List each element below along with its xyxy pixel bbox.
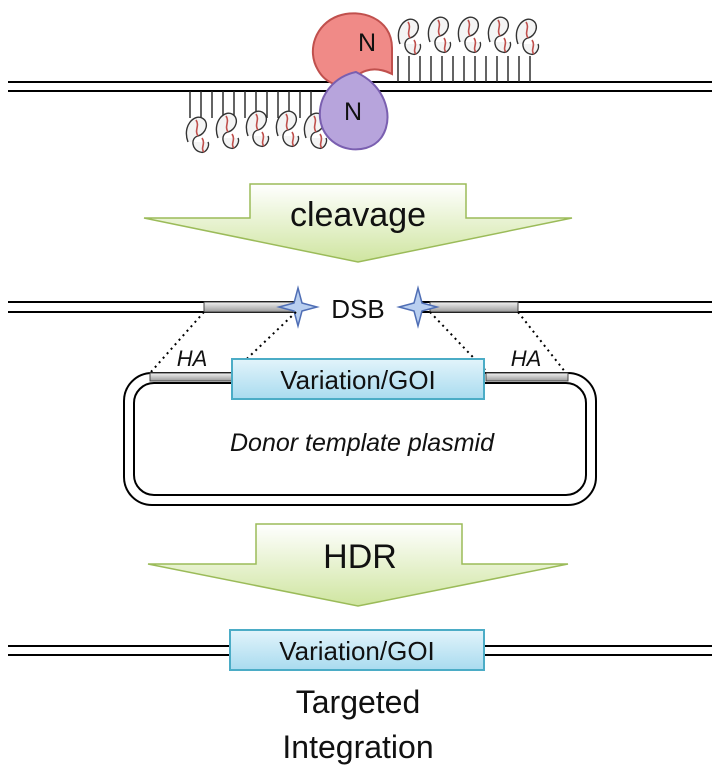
integrated-dna: Variation/GOI	[8, 629, 712, 671]
nuclease-bottom-label: N	[344, 98, 362, 126]
donor-plasmid: HA HA Variation/GOI Donor template plasm…	[123, 346, 597, 506]
donor-insert-box	[231, 358, 485, 400]
homology-region-right	[429, 301, 519, 313]
caption-line-1: Targeted	[296, 684, 421, 720]
nuclease-domain-bottom: N	[318, 70, 389, 151]
hdr-arrow: HDR	[147, 523, 569, 607]
homology-arm-left	[149, 372, 233, 382]
donor-insert-label: Variation/GOI	[280, 365, 436, 395]
dsb-label: DSB	[331, 294, 384, 324]
homology-arm-left-label: HA	[177, 346, 208, 371]
break-star-left-icon	[276, 285, 320, 329]
cut-dna-left	[8, 301, 298, 313]
caption-line-2: Integration	[282, 729, 433, 765]
integrated-insert-label: Variation/GOI	[279, 636, 435, 666]
cleavage-label: cleavage	[290, 196, 426, 234]
nuclease-top-label: N	[358, 29, 376, 57]
nuclease-bottom-shape	[318, 70, 389, 151]
tale-contact-ticks-upper	[397, 56, 531, 82]
integrated-insert-box	[229, 629, 485, 671]
homology-arm-right	[485, 372, 569, 382]
homology-arm-right-label: HA	[511, 346, 542, 371]
plasmid-name: Donor template plasmid	[230, 429, 495, 457]
tale-array-upper	[397, 16, 540, 82]
tale-array-lower	[185, 91, 328, 154]
cut-dna-right	[418, 301, 712, 313]
break-star-right-icon	[396, 285, 440, 329]
cleavage-arrow: cleavage	[143, 183, 573, 263]
hdr-label: HDR	[323, 538, 397, 576]
